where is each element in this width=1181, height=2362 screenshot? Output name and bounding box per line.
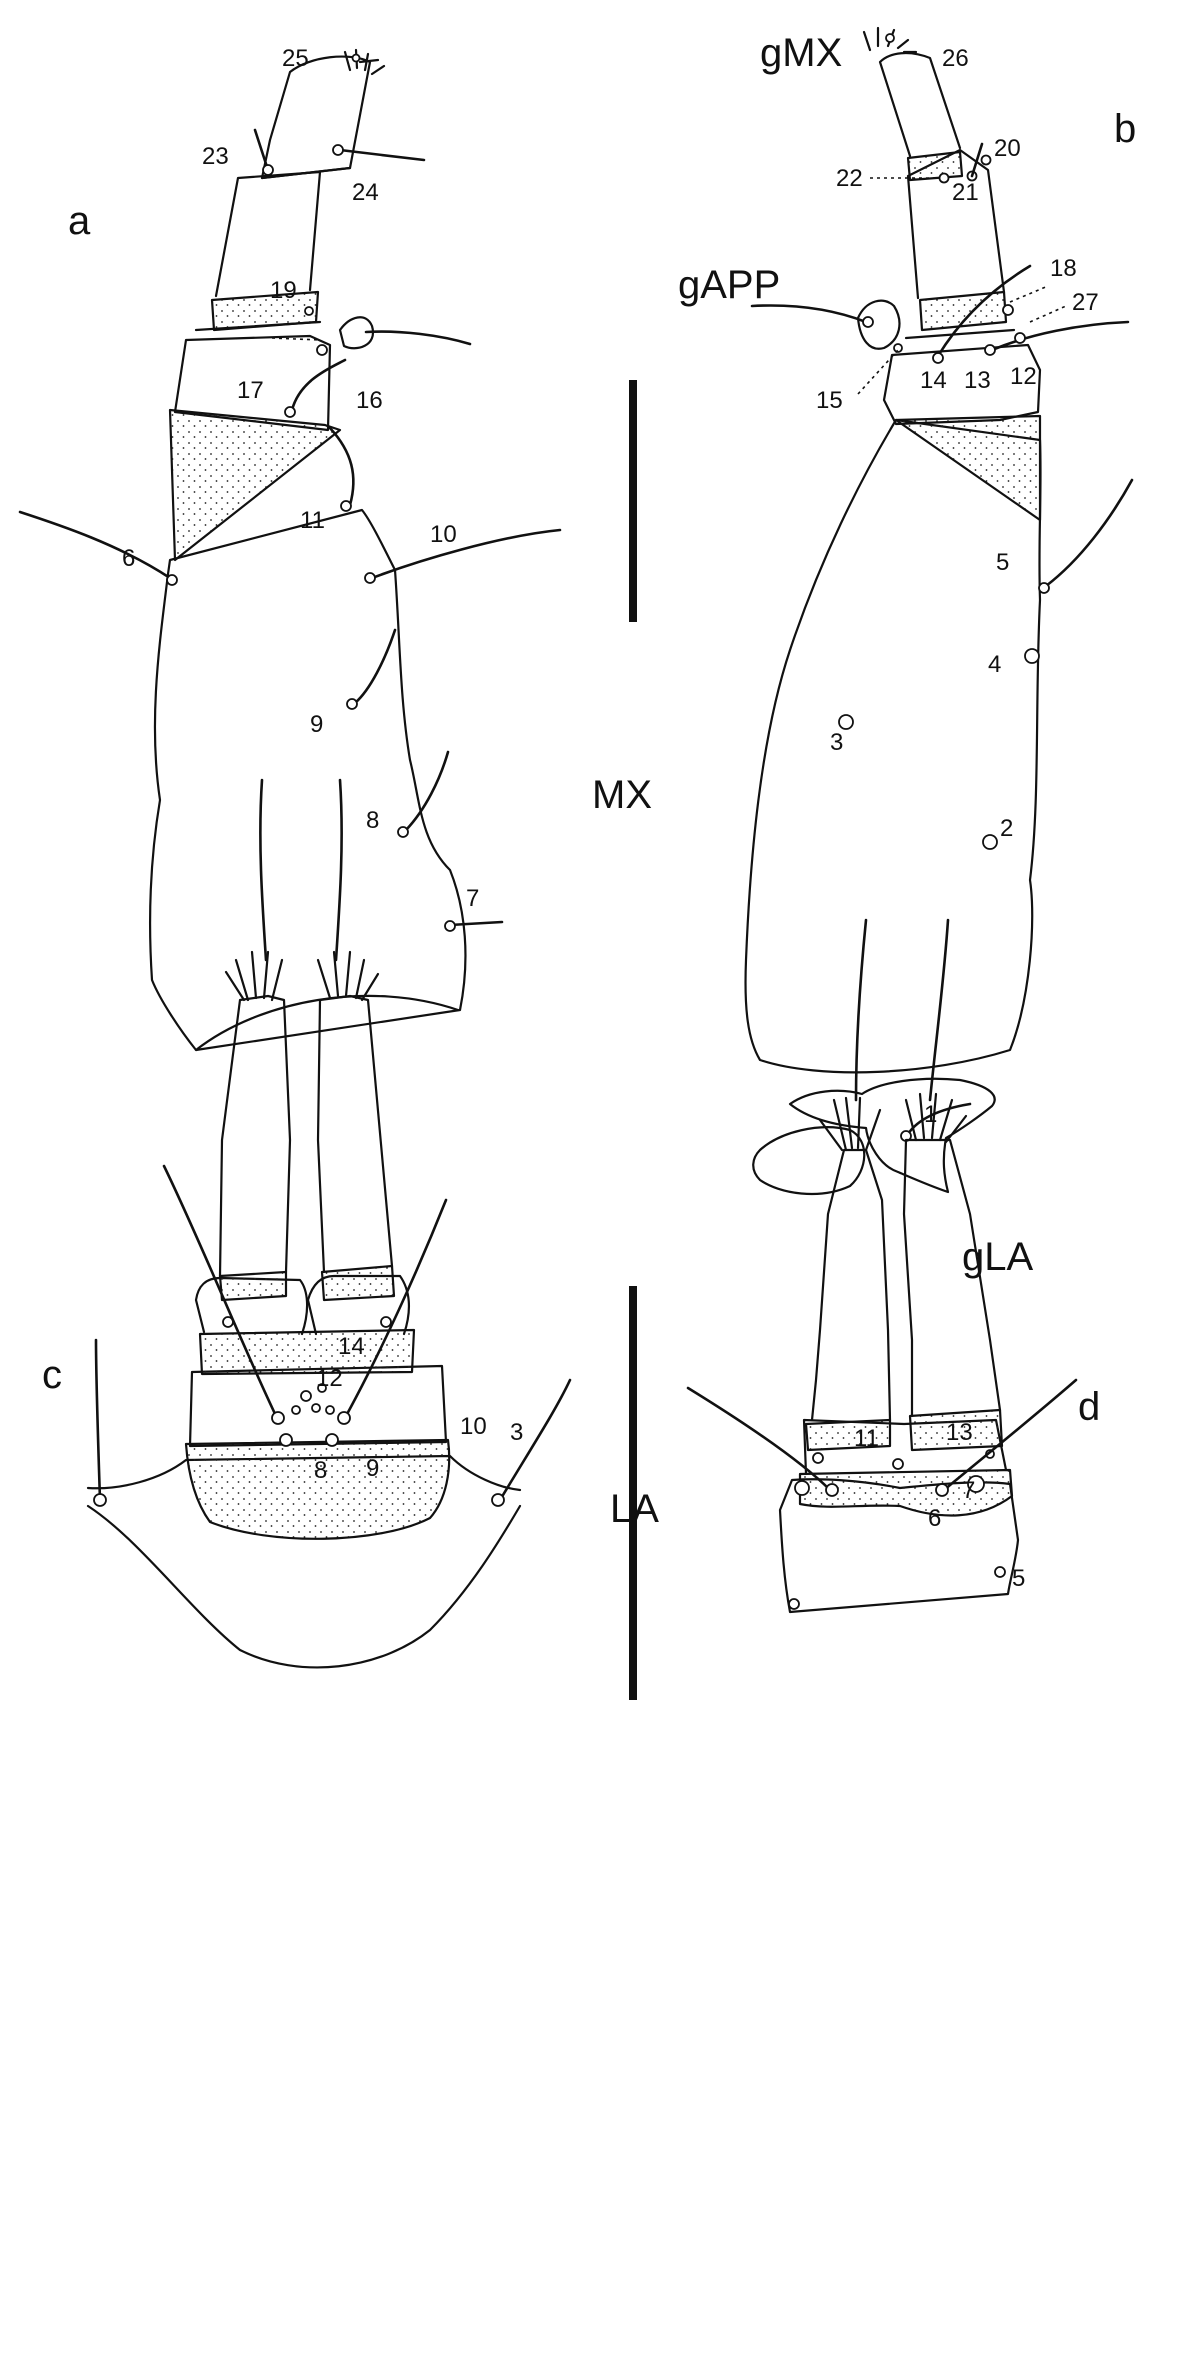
panel-a-maxilla-drawing [18,48,562,1052]
seta-label: 6 [928,1505,941,1532]
seta-label: 17 [237,377,264,404]
seta-label: 16 [356,387,383,414]
seta-label: 14 [920,367,947,394]
label-la: LA [610,1487,659,1531]
seta-label: 7 [962,1477,975,1504]
panel-label-c: c [42,1353,62,1397]
scale-bar-top [629,380,637,622]
panel-d-labium-drawing [686,918,1078,1614]
seta-label: 24 [352,179,379,206]
seta-label: 9 [366,1455,379,1482]
seta-label: 10 [430,521,457,548]
seta-label: 25 [282,45,309,72]
seta-label: 11 [854,1425,879,1452]
seta-label: 27 [1072,289,1099,316]
panel-b-maxilla-drawing [744,26,1134,1196]
seta-label: 9 [310,711,323,738]
seta-label: 3 [510,1419,523,1446]
seta-label: 12 [1010,363,1037,390]
panel-label-a: a [68,199,91,243]
seta-label: 20 [994,135,1021,162]
seta-label: 19 [270,277,297,304]
panel-label-b: b [1114,107,1136,151]
seta-label: 3 [830,729,843,756]
seta-label: 7 [466,885,479,912]
seta-label: 15 [816,387,843,414]
seta-label: 23 [202,143,229,170]
seta-label: 14 [338,1333,365,1360]
panel-label-d: d [1078,1385,1100,1429]
panel-c-labium-drawing [86,778,572,1669]
seta-label: 21 [952,179,979,206]
label-mx: MX [592,773,652,817]
label-gapp: gAPP [678,263,780,307]
scale-bar-bottom [629,1286,637,1700]
seta-label: 12 [316,1365,343,1392]
label-gmx: gMX [760,31,842,75]
seta-label: 8 [314,1457,327,1484]
seta-label: 26 [942,45,969,72]
seta-label: 8 [366,807,379,834]
seta-label: 11 [300,507,325,534]
seta-label: 18 [1050,255,1077,282]
seta-label: 6 [122,545,135,572]
seta-label: 5 [1012,1565,1025,1592]
seta-label: 13 [946,1419,973,1446]
seta-label: 2 [1000,815,1013,842]
seta-label: 13 [964,367,991,394]
label-gla: gLA [962,1235,1033,1279]
seta-label: 22 [836,165,863,192]
seta-label: 4 [988,651,1001,678]
seta-label: 5 [996,549,1009,576]
seta-label: 10 [460,1413,487,1440]
